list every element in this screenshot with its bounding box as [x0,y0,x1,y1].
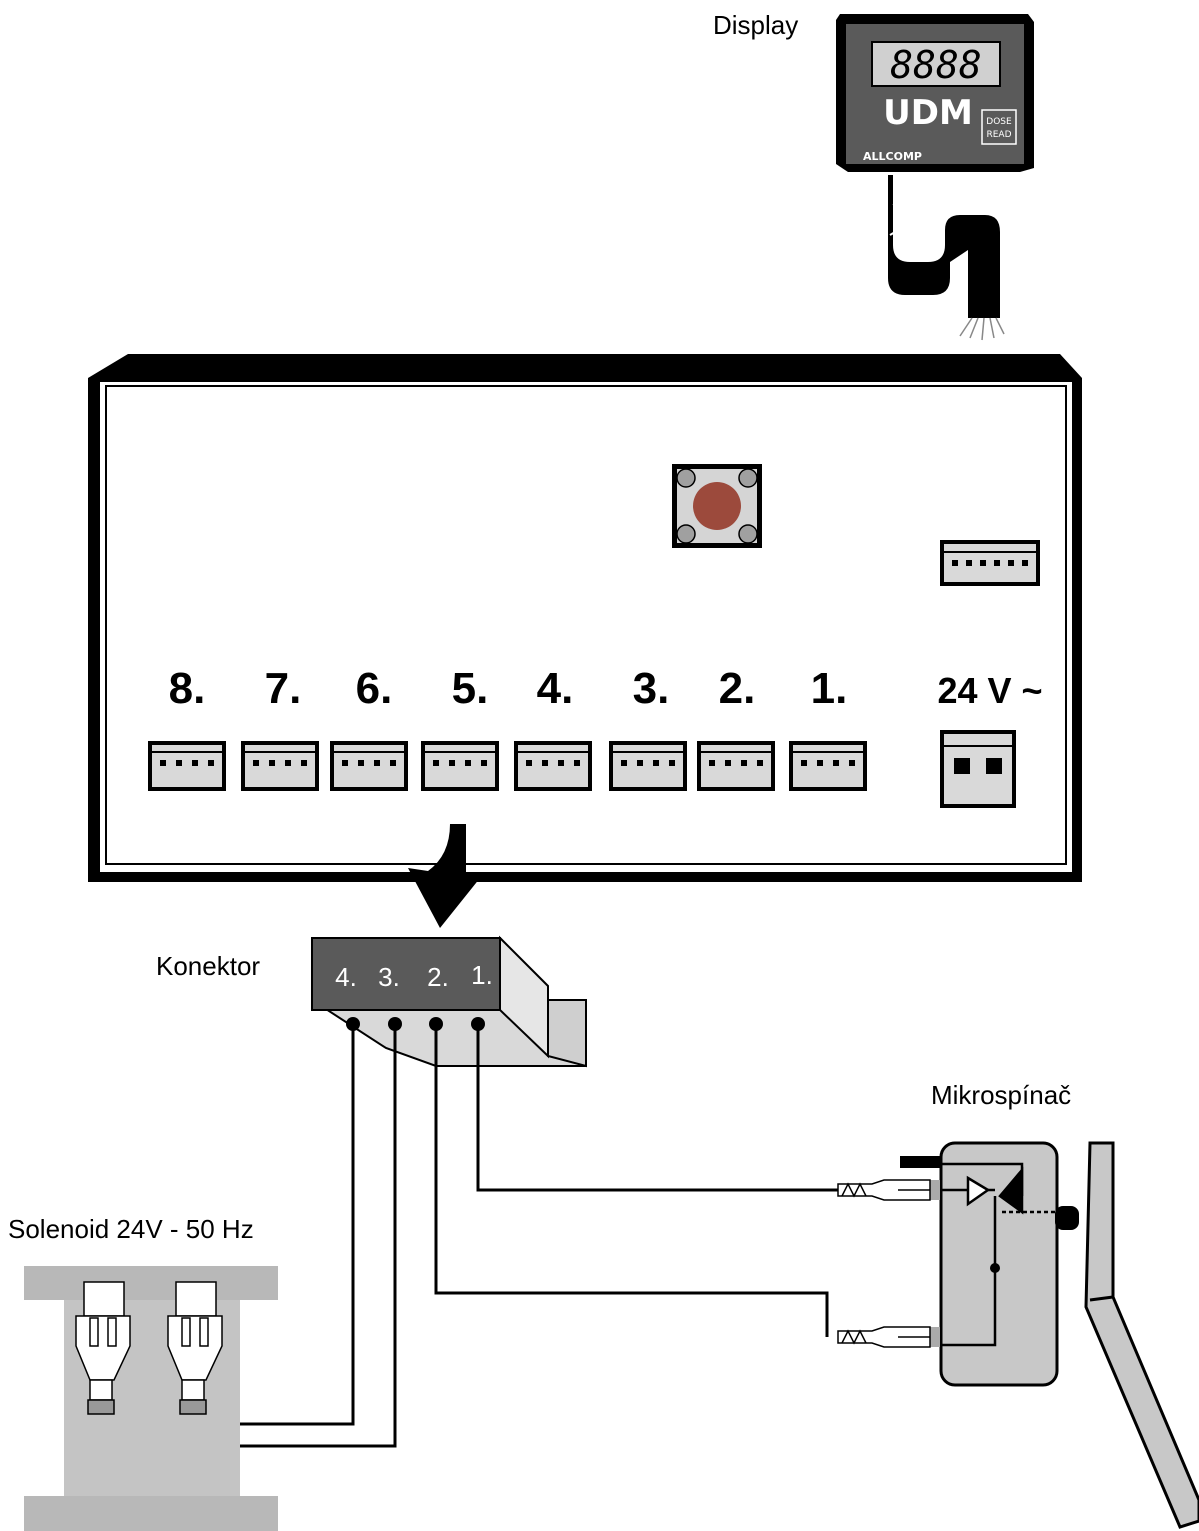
display-unit: 8888 UDM DOSE READ ALLCOMP [836,14,1034,341]
display-badge-line1: DOSE [986,117,1012,127]
display-readout: 8888 [890,43,982,87]
konektor: 4. 3. 2. 1. [311,935,587,1068]
konektor-pin-4: 4. [335,962,357,992]
channel-label-6: 6. [356,664,393,713]
mikrospinac [837,1141,1199,1529]
channel-port-2 [697,741,775,791]
channel-port-6 [330,741,408,791]
display-badge-line2: READ [986,130,1011,140]
channel-label-7: 7. [265,664,302,713]
power-terminal [940,730,1016,808]
channel-label-3: 3. [633,664,670,713]
cable-icon [888,175,1005,341]
power-label: 24 V ~ [937,670,1042,711]
konektor-pin-2: 2. [427,962,449,992]
konektor-pin-1: 1. [471,960,493,990]
channel-port-4 [514,741,592,791]
display-maker: ALLCOMP [863,150,922,163]
display-label: Display [713,10,798,40]
konektor-pin-3: 3. [378,962,400,992]
channel-port-5 [421,741,499,791]
control-panel: 8. 7. 6. 5. 4. 3. 2. 1. 24 V ~ [88,354,1082,882]
solenoid-label: Solenoid 24V - 50 Hz [8,1214,254,1244]
channel-label-4: 4. [537,664,574,713]
channel-port-7 [241,741,319,791]
push-button-icon[interactable] [672,464,762,548]
channel-label-2: 2. [719,664,756,713]
display-port [940,540,1040,586]
channel-port-1 [789,741,867,791]
down-arrow-icon [408,824,484,928]
channel-label-5: 5. [452,664,489,713]
channel-label-1: 1. [811,664,848,713]
channel-label-8: 8. [169,664,206,713]
mikrospinac-label: Mikrospínač [931,1080,1071,1110]
channel-port-8 [148,741,226,791]
solenoid [24,1266,278,1531]
channel-port-3 [609,741,687,791]
display-brand: UDM [883,93,973,133]
konektor-label: Konektor [156,951,260,981]
